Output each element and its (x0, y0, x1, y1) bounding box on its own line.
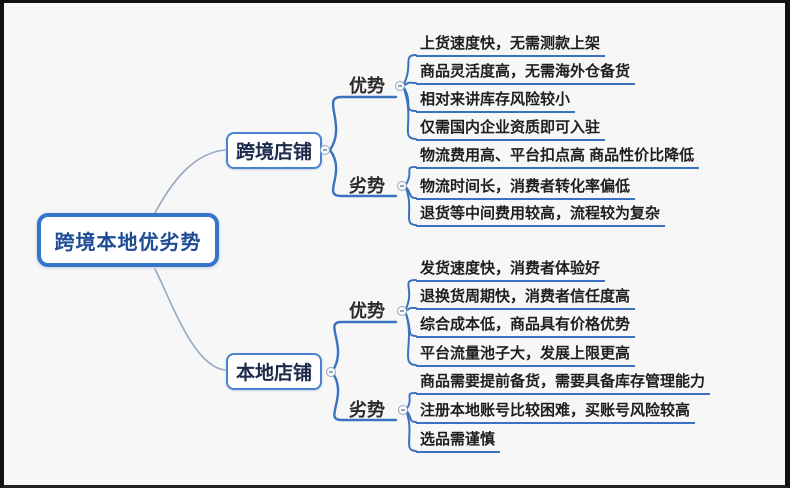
minus-dash (323, 149, 327, 151)
group-label-disadvantages-local[interactable]: 劣势 (349, 400, 385, 420)
leaf-item[interactable]: 物流费用高、平台扣点高 商品性价比降低 (416, 147, 700, 169)
group-label-advantages-cross-border[interactable]: 优势 (349, 76, 385, 96)
leaf-item[interactable]: 发货速度快，消费者体验好 (416, 260, 606, 282)
leaf-item[interactable]: 退换货周期快，消费者信任度高 (416, 288, 636, 310)
leaf-item[interactable]: 物流时间长，消费者转化率偏低 (416, 178, 636, 200)
collapse-minus-icon[interactable] (395, 81, 405, 91)
group-label-advantages-local[interactable]: 优势 (349, 301, 385, 321)
branch-node-local-shop[interactable]: 本地店铺 (226, 353, 322, 390)
leaf-item[interactable]: 综合成本低，商品具有价格优势 (416, 316, 636, 338)
leaf-item[interactable]: 相对来讲库存风险较小 (416, 91, 576, 113)
minus-dash (400, 185, 404, 187)
leaf-item[interactable]: 商品需要提前备货，需要具备库存管理能力 (416, 373, 711, 395)
collapse-minus-icon[interactable] (398, 405, 408, 415)
collapse-minus-icon[interactable] (320, 145, 330, 155)
leaf-item[interactable]: 退货等中间费用较高，流程较为复杂 (416, 205, 666, 227)
leaf-item[interactable]: 平台流量池子大，发展上限更高 (416, 345, 636, 367)
minus-dash (329, 371, 333, 373)
leaf-item[interactable]: 注册本地账号比较困难，买账号风险较高 (416, 402, 696, 424)
minus-dash (400, 310, 404, 312)
collapse-minus-icon[interactable] (397, 181, 407, 191)
collapse-minus-icon[interactable] (326, 367, 336, 377)
leaf-item[interactable]: 仅需国内企业资质即可入驻 (416, 119, 606, 141)
leaf-item[interactable]: 商品灵活度高，无需海外仓备货 (416, 63, 636, 85)
root-node[interactable]: 跨境本地优劣势 (37, 213, 219, 267)
branch-node-cross-border-shop[interactable]: 跨境店铺 (226, 132, 322, 169)
leaf-item[interactable]: 上货速度快，无需测款上架 (416, 35, 606, 57)
group-label-disadvantages-cross-border[interactable]: 劣势 (349, 176, 385, 196)
minus-dash (398, 85, 402, 87)
collapse-minus-icon[interactable] (397, 306, 407, 316)
leaf-item[interactable]: 选品需谨慎 (416, 431, 501, 453)
minus-dash (401, 409, 405, 411)
